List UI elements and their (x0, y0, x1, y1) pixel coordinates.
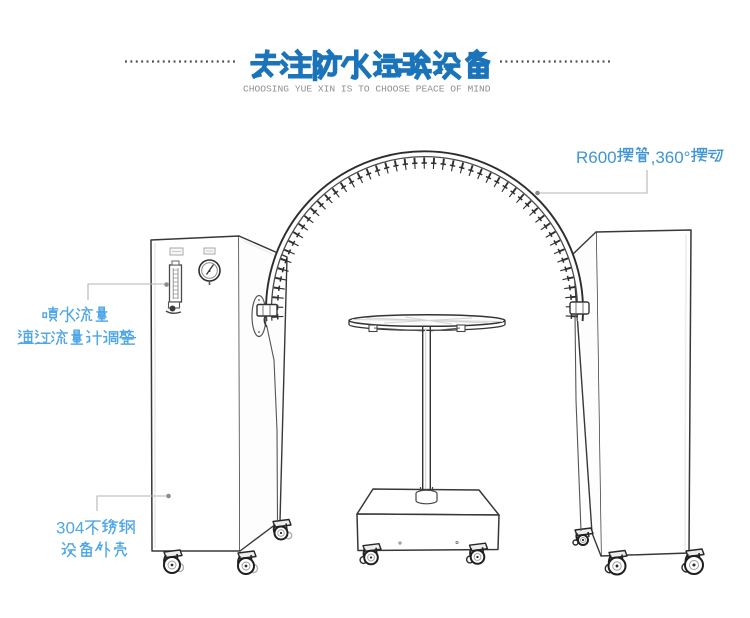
svg-text:304: 304 (56, 519, 84, 538)
svg-text:CHOOSING YUE XIN IS TO CHOOSE: CHOOSING YUE XIN IS TO CHOOSE PEACE OF M… (243, 84, 491, 95)
svg-text:R600: R600 (576, 148, 617, 167)
svg-text:,360°: ,360° (651, 148, 691, 167)
